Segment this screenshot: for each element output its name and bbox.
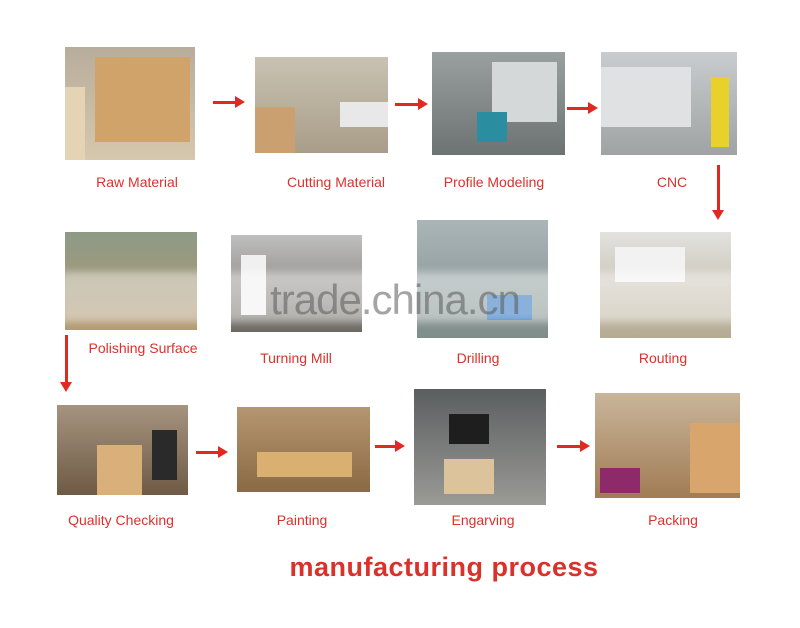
page-title: manufacturing process [289, 552, 599, 582]
step-label: Painting [276, 512, 328, 528]
arrow-down [712, 165, 724, 220]
arrow-right [557, 440, 590, 452]
photo-polishing-surface [65, 232, 197, 330]
photo-engraving [414, 389, 546, 505]
step-label: Turning Mill [260, 350, 332, 366]
step-label: Polishing Surface [88, 340, 198, 356]
arrow-right [395, 98, 428, 110]
arrow-right [196, 446, 228, 458]
step-label: Drilling [456, 350, 500, 366]
arrow-right [567, 102, 598, 114]
photo-painting [237, 407, 370, 492]
photo-raw-material [65, 47, 195, 160]
step-label: CNC [656, 174, 688, 190]
step-label: Profile Modeling [443, 174, 545, 190]
arrow-right [213, 96, 245, 108]
photo-profile-modeling [432, 52, 565, 155]
photo-turning-mill [231, 235, 362, 332]
step-label: Packing [648, 512, 698, 528]
step-label: Raw Material [96, 174, 178, 190]
step-label: Quality Checking [68, 512, 174, 528]
arrow-down [60, 335, 72, 392]
step-label: Routing [638, 350, 688, 366]
photo-cnc [601, 52, 737, 155]
photo-routing [600, 232, 731, 338]
photo-cutting-material [255, 57, 388, 153]
step-label: Engarving [451, 512, 515, 528]
photo-packing [595, 393, 740, 498]
step-label: Cutting Material [286, 174, 386, 190]
arrow-right [375, 440, 405, 452]
photo-quality-checking [57, 405, 188, 495]
photo-drilling [417, 220, 548, 338]
watermark: trade.china.cn [270, 276, 521, 323]
